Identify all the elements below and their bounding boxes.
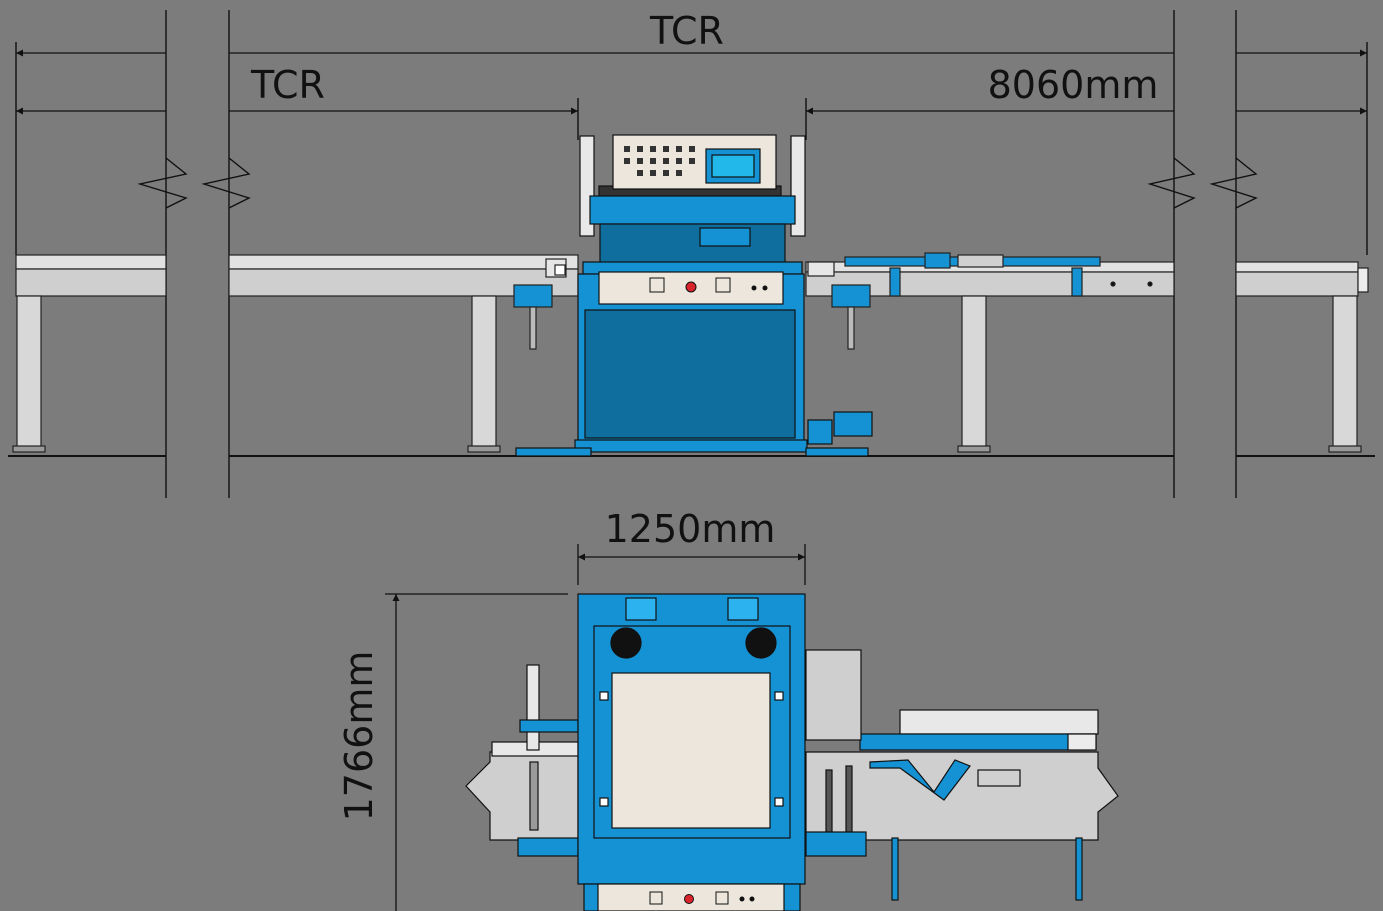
control-buttons <box>624 146 695 176</box>
heater-roller-left-icon <box>610 627 642 659</box>
left-conveyor <box>12 254 579 453</box>
infeed-length-label: TCR <box>250 63 325 107</box>
overall-length-label: TCR <box>649 9 724 53</box>
width-label: 1250mm <box>605 507 776 551</box>
control-box <box>612 134 777 190</box>
break-lines <box>15 10 1368 498</box>
dimension-lines <box>16 49 1367 115</box>
outfeed-length-label: 8060mm <box>988 63 1159 107</box>
vacuum-forming-machine <box>515 135 873 457</box>
front-view-panel-controls <box>649 891 755 905</box>
emergency-stop-front-icon <box>684 894 694 904</box>
top-view: TCR TCR 8060mm <box>8 9 1375 498</box>
emergency-stop-icon <box>685 281 697 293</box>
front-view: 1250mm 1766mm <box>337 507 1119 911</box>
right-conveyor <box>805 252 1369 453</box>
front-machine-body <box>577 593 806 911</box>
heater-roller-right-icon <box>745 627 777 659</box>
front-panel-controls <box>649 277 768 293</box>
height-label: 1766mm <box>337 651 381 822</box>
